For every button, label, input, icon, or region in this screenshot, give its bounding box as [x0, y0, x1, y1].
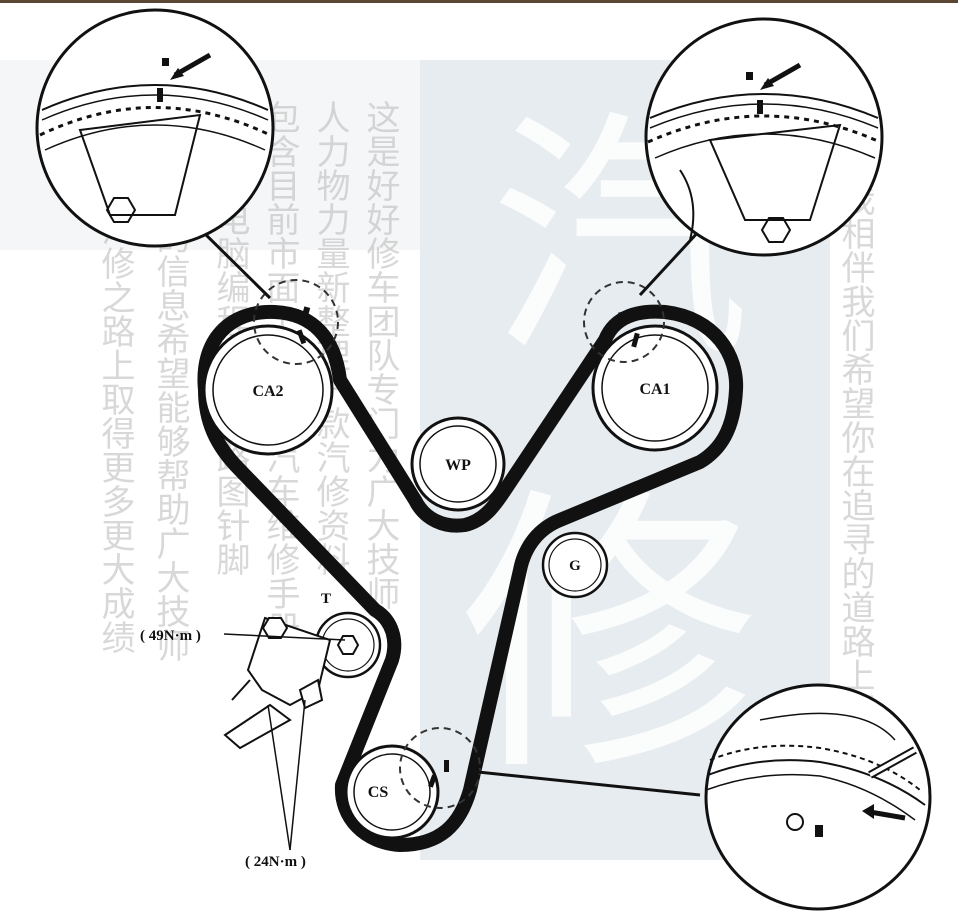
callout-lines: [194, 223, 702, 797]
mark-circle-ca2: [253, 279, 339, 365]
bracket-bolt-icon: [261, 617, 289, 639]
detail-view-ca2: [35, 8, 275, 248]
timing-marks: [296, 306, 640, 788]
watermark-column-5: 的信息希望能够帮助广大技师: [150, 220, 190, 662]
pulley-wp: WP: [410, 416, 506, 512]
pulley-t-label: T: [321, 591, 331, 607]
watermark-column-1: 这是好好修车团队专门为广大技师: [360, 100, 400, 610]
torque-annotation-49: ( 49N·m ): [140, 628, 346, 644]
mark-circle-cs: [399, 727, 481, 809]
torque-annotation-24: ( 24N·m ): [245, 699, 306, 870]
pulley-cs: CS: [344, 744, 440, 840]
hex-bolt-icon: [336, 635, 360, 655]
pulley-ca1-label: CA1: [639, 381, 670, 398]
timing-mark-circles: [253, 279, 665, 809]
top-border: [0, 0, 958, 3]
pulley-ca2: CA2: [202, 324, 334, 456]
pulley-g-label: G: [569, 558, 581, 574]
torque-label-49: ( 49N·m ): [140, 628, 201, 644]
mark-circle-ca1: [583, 281, 665, 363]
timing-belt: [197, 304, 744, 852]
arrow-icon: [869, 809, 906, 821]
pulley-ca1: CA1: [591, 324, 719, 452]
detail-view-cs: [704, 683, 932, 911]
arrow-icon: [173, 52, 212, 78]
pulley-ca2-label: CA2: [252, 383, 283, 400]
torque-label-24: ( 24N·m ): [245, 854, 306, 870]
tensioner-bracket: [223, 616, 332, 750]
detail-view-ca1: [644, 17, 884, 257]
pulley-wp-label: WP: [445, 457, 471, 474]
pulley-cs-label: CS: [368, 784, 389, 801]
pulley-g: G: [541, 531, 609, 599]
arrow-icon: [763, 62, 802, 88]
